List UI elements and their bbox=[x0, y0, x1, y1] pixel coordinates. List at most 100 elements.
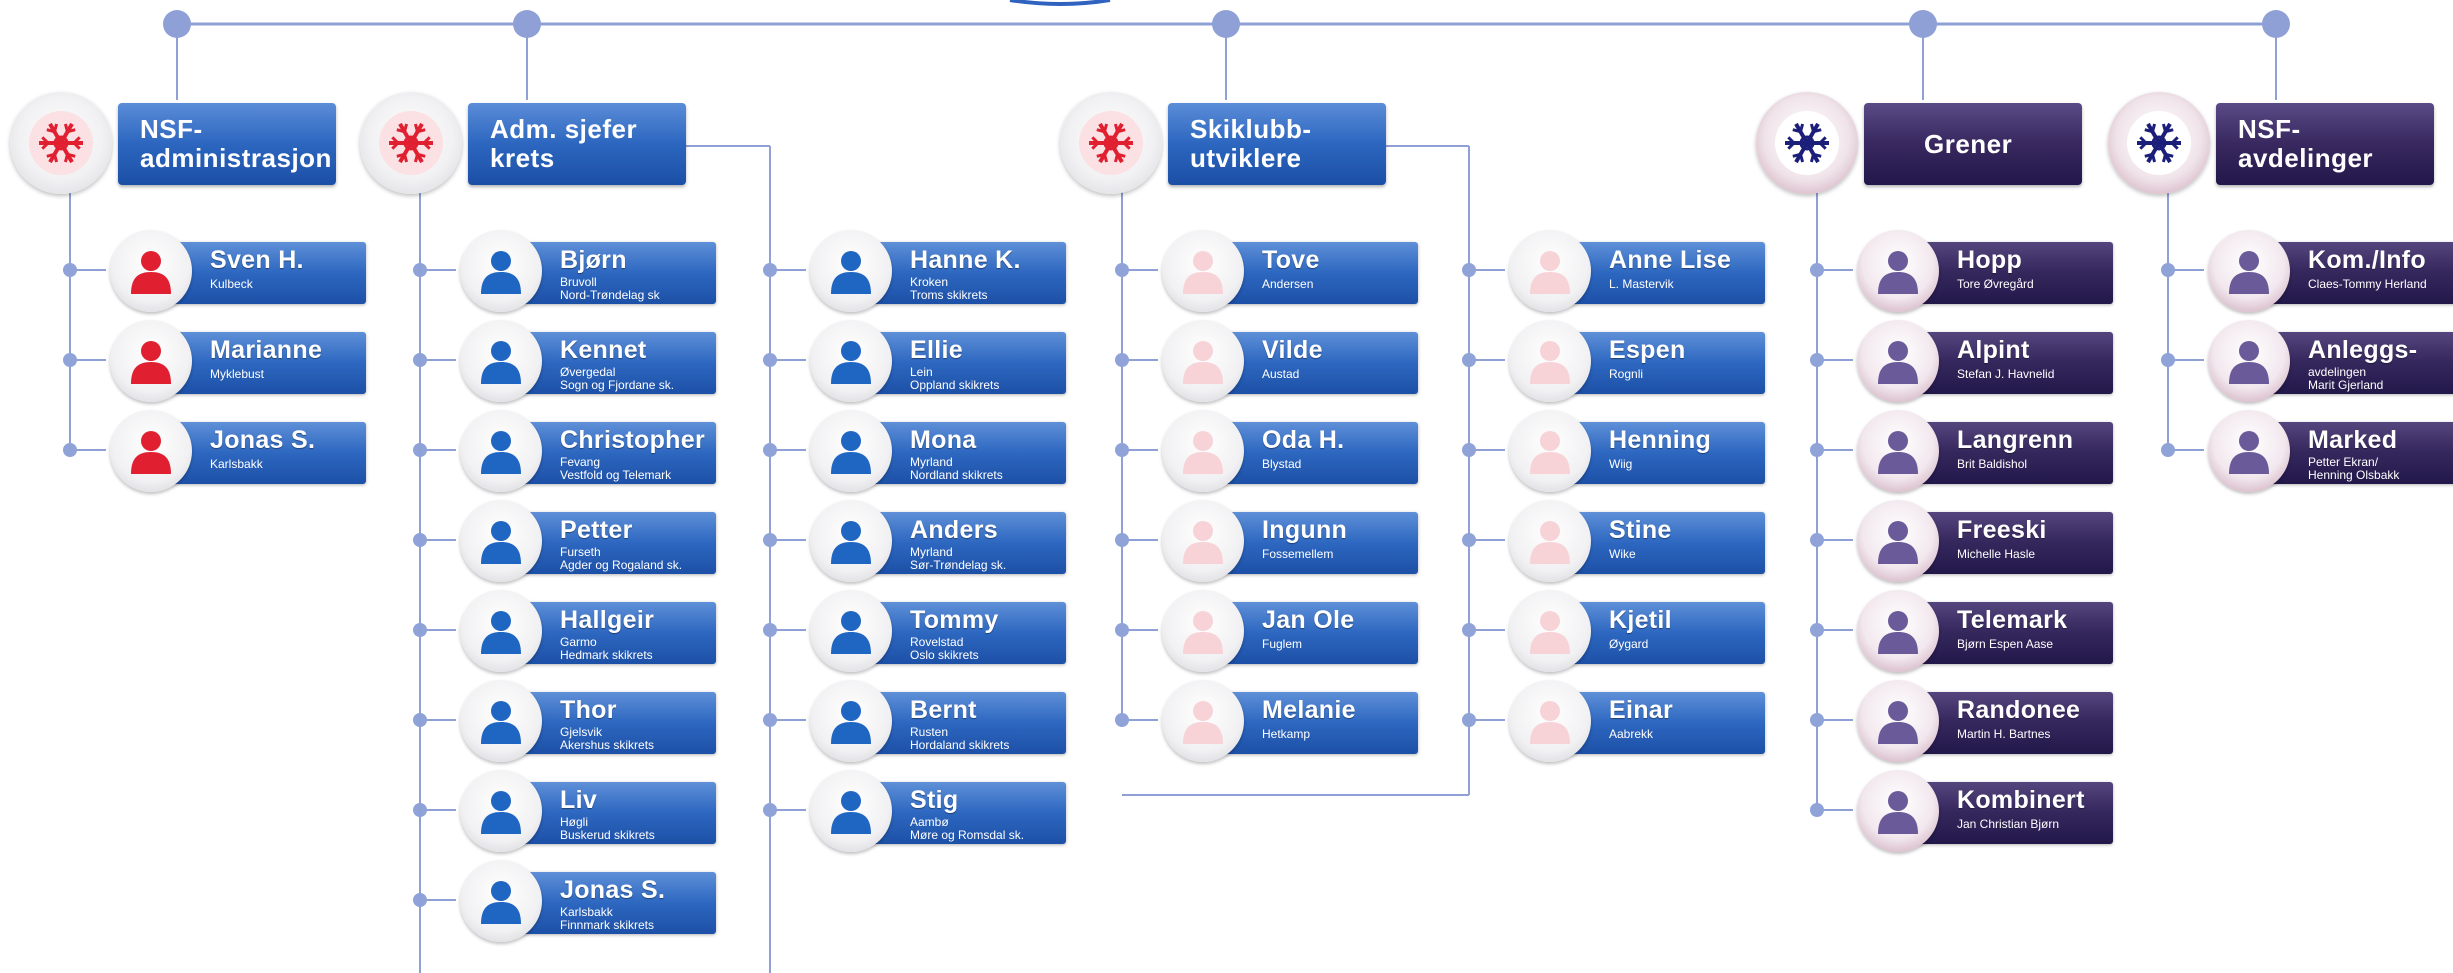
member-detail-2: Troms skikrets bbox=[910, 288, 988, 302]
connector-node bbox=[63, 353, 77, 367]
person-icon-pink bbox=[1162, 230, 1244, 312]
top-root-arc bbox=[1009, 0, 1111, 6]
connector-node bbox=[1115, 623, 1129, 637]
member-detail-1: Rovelstad bbox=[910, 635, 964, 649]
member-detail-1: Hetkamp bbox=[1262, 727, 1311, 741]
member-detail-1: Martin H. Bartnes bbox=[1957, 727, 2051, 741]
person-icon-blue bbox=[810, 590, 892, 672]
member-detail-1: Øygard bbox=[1609, 637, 1649, 651]
person-icon-blue bbox=[460, 590, 542, 672]
person-icon-blue bbox=[810, 770, 892, 852]
connector-node bbox=[763, 443, 777, 457]
member-detail-2: Finnmark skikrets bbox=[560, 918, 655, 932]
connector-node bbox=[1462, 533, 1476, 547]
person-icon-purple bbox=[1857, 320, 1939, 402]
member-detail-1: Øvergedal bbox=[560, 365, 616, 379]
connector-node bbox=[763, 713, 777, 727]
group-header-0: NSF- administrasjon bbox=[118, 103, 336, 185]
person-icon-purple bbox=[2208, 320, 2290, 402]
member-name: Tove bbox=[1262, 246, 1320, 274]
connector-node bbox=[1462, 623, 1476, 637]
connector-node bbox=[2161, 443, 2175, 457]
person-icon-blue bbox=[460, 770, 542, 852]
member-detail-1: Rognli bbox=[1609, 367, 1644, 381]
member-detail-1: Aabrekk bbox=[1609, 727, 1654, 741]
connector-node bbox=[1810, 263, 1824, 277]
connector-node bbox=[1810, 533, 1824, 547]
member-detail-1: Wike bbox=[1609, 547, 1636, 561]
member-name: Langrenn bbox=[1957, 426, 2074, 454]
connector-node bbox=[1462, 263, 1476, 277]
member-detail-2: Oppland skikrets bbox=[910, 378, 1000, 392]
member-name: Bernt bbox=[910, 696, 977, 724]
member-name: Stig bbox=[910, 786, 959, 814]
person-icon-blue bbox=[460, 230, 542, 312]
member-detail-1: Petter Ekran/ bbox=[2308, 455, 2379, 469]
person-icon-blue bbox=[460, 680, 542, 762]
member-detail-1: Tore Øvregård bbox=[1957, 277, 2034, 291]
person-icon-purple bbox=[1857, 590, 1939, 672]
member-detail-1: L. Mastervik bbox=[1609, 277, 1674, 291]
member-detail-1: Høgli bbox=[560, 815, 589, 829]
connector-node bbox=[1810, 353, 1824, 367]
group-icon bbox=[1756, 92, 1858, 194]
member-detail-2: Sogn og Fjordane sk. bbox=[560, 378, 675, 392]
member-name: Anne Lise bbox=[1609, 246, 1732, 274]
group-icon bbox=[2108, 92, 2210, 194]
person-icon-blue bbox=[810, 410, 892, 492]
member-name: Kombinert bbox=[1957, 786, 2085, 814]
member-card: Jonas S.Karlsbakk bbox=[110, 410, 366, 492]
member-name: Espen bbox=[1609, 336, 1686, 364]
member-detail-2: Vestfold og Telemark bbox=[560, 468, 672, 482]
member-detail-1: Michelle Hasle bbox=[1957, 547, 2036, 561]
member-name: Petter bbox=[560, 516, 633, 544]
member-name: Melanie bbox=[1262, 696, 1356, 724]
member-name: Liv bbox=[560, 786, 598, 814]
connector-node bbox=[1115, 713, 1129, 727]
connector-node bbox=[2161, 353, 2175, 367]
person-icon-pink bbox=[1509, 500, 1591, 582]
person-icon-purple bbox=[2208, 410, 2290, 492]
member-detail-2: Hedmark skikrets bbox=[560, 648, 653, 662]
person-icon-pink bbox=[1509, 410, 1591, 492]
connector-node bbox=[763, 353, 777, 367]
connector-node bbox=[1115, 353, 1129, 367]
snowflake-icon bbox=[379, 111, 443, 175]
connector-node bbox=[763, 263, 777, 277]
member-detail-1: Gjelsvik bbox=[560, 725, 603, 739]
connector-node bbox=[1810, 713, 1824, 727]
group-title: Skiklubb- utviklere bbox=[1190, 114, 1312, 173]
member-name: Ellie bbox=[910, 336, 963, 364]
member-detail-2: Sør-Trøndelag sk. bbox=[910, 558, 1007, 572]
member-name: Thor bbox=[560, 696, 617, 724]
member-detail-1: Aambø bbox=[910, 815, 949, 829]
member-name: Kennet bbox=[560, 336, 647, 364]
member-name: Marked bbox=[2308, 426, 2398, 454]
member-name: Christopher bbox=[560, 426, 705, 454]
person-icon-blue bbox=[460, 500, 542, 582]
member-detail-2: Buskerud skikrets bbox=[560, 828, 655, 842]
member-name: Anleggs- bbox=[2308, 336, 2418, 364]
member-detail-1: Austad bbox=[1262, 367, 1300, 381]
group-title: NSF- avdelinger bbox=[2238, 114, 2374, 173]
member-detail-1: Stefan J. Havnelid bbox=[1957, 367, 2055, 381]
member-name: Jonas S. bbox=[210, 426, 316, 454]
